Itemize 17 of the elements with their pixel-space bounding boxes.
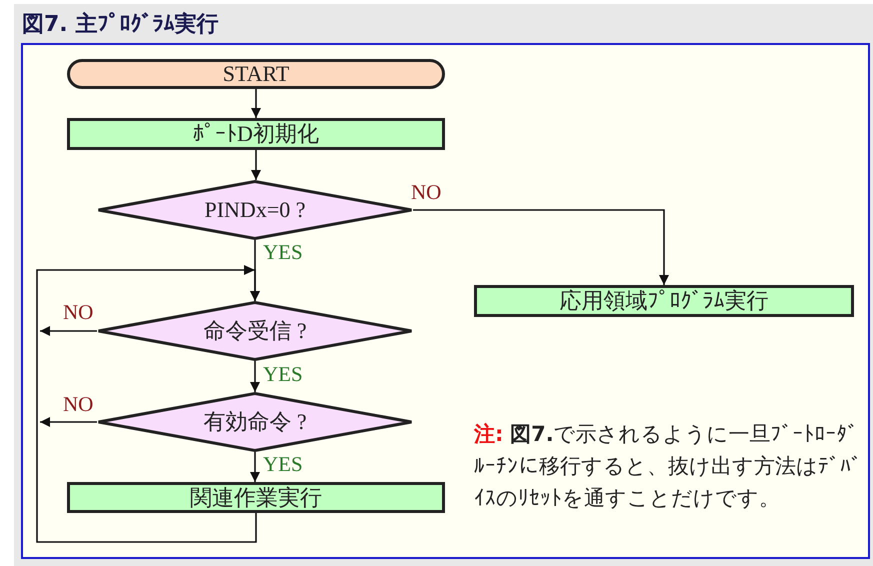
process-box: 応用領域ﾌﾟﾛｸﾞﾗﾑ実行 bbox=[474, 285, 854, 317]
decision-diamond: 有効命令 ? bbox=[97, 392, 413, 452]
title: 図7. 主ﾌﾟﾛｸﾞﾗﾑ実行 bbox=[22, 10, 218, 39]
decision-diamond: PINDx=0 ? bbox=[97, 180, 413, 240]
arrow bbox=[40, 417, 97, 427]
arrow bbox=[251, 89, 261, 118]
arrow bbox=[251, 150, 261, 180]
arrow bbox=[413, 209, 669, 285]
arrow bbox=[250, 452, 260, 482]
note-text: 注: 図7.で示されるように一旦ﾌﾞｰﾄﾛｰﾀﾞﾙｰﾁﾝに移行すると、抜け出す方法はﾃﾞﾊﾞｲｽのﾘｾｯﾄを通すことだけです。 bbox=[474, 421, 862, 512]
arrow bbox=[250, 361, 260, 392]
process-box: 関連作業実行 bbox=[67, 482, 445, 513]
decision-diamond: 命令受信 ? bbox=[97, 301, 413, 361]
arrow bbox=[40, 326, 97, 336]
process-box: ﾎﾟｰﾄD初期化 bbox=[67, 118, 445, 150]
arrow bbox=[36, 265, 260, 543]
start-terminal: START bbox=[67, 59, 445, 89]
